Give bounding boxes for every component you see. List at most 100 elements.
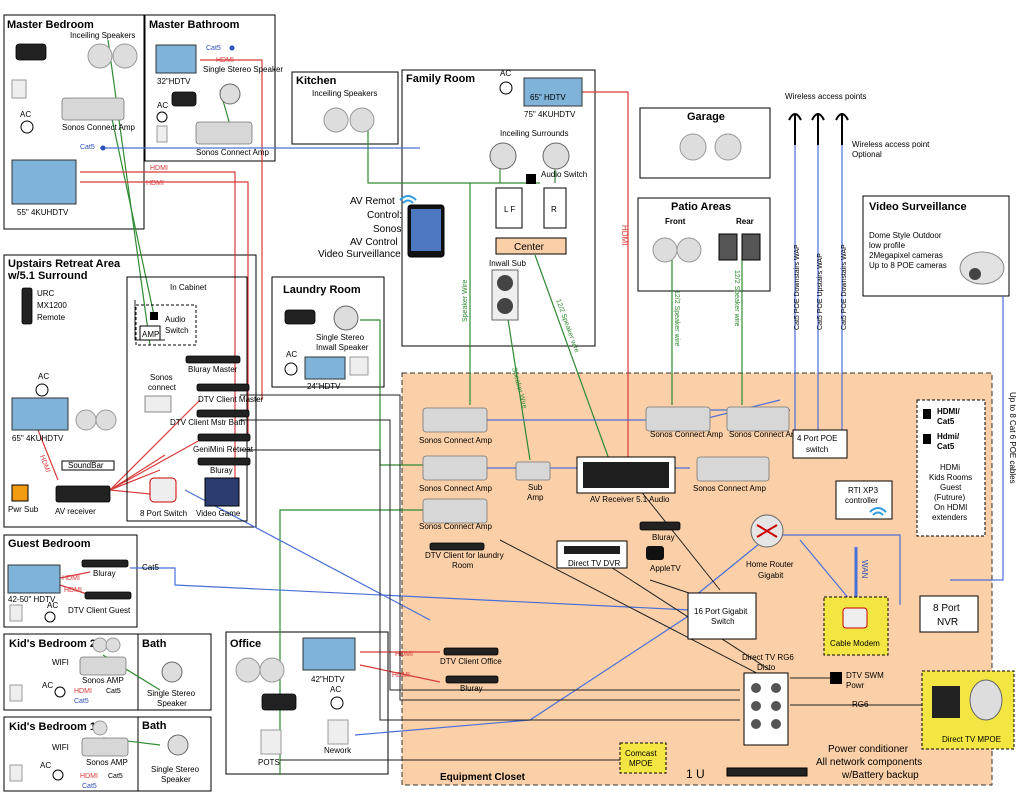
closet-dvr: Direct TV DVR: [568, 559, 621, 568]
mbath-cat5: Cat5: [206, 45, 221, 52]
nvr-box: [919, 595, 979, 633]
speaker-r-icon: [543, 187, 567, 229]
closet-rti-2: controller: [845, 496, 878, 505]
outdoor-speaker-icon: [741, 233, 761, 261]
laundry-ac: AC: [286, 350, 297, 359]
up-av-receiver: AV receiver: [55, 507, 96, 516]
kids1-cat5b: Cat5: [82, 783, 97, 790]
mbath-ac: AC: [157, 101, 168, 110]
guest-devices: Bluray Cat5 HDMI HDMI 42-50" HDTV AC DTV…: [7, 559, 159, 623]
closet-sonos-amp-4: Sonos Connect Amp: [650, 430, 723, 439]
closet-dtv-laundry-2: Room: [452, 561, 474, 570]
closet-sub-amp-2: Amp: [527, 493, 544, 502]
wifi-icon: [869, 507, 887, 516]
wire-label-hdmi-family: HDMI: [620, 225, 629, 245]
wall-plate-icon: [349, 356, 369, 376]
kitchen-inceiling-label: Inceiling Speakers: [312, 89, 377, 98]
surv-l3: 2Megapixel cameras: [869, 251, 943, 260]
closet-sonos-amp-5: Sonos Connect Amp: [729, 430, 802, 439]
swm-power-icon: [830, 672, 842, 684]
master-bathroom-title: Master Bathroom: [149, 19, 240, 31]
poe-switch-box: [792, 429, 848, 459]
dome-camera-icon: [959, 251, 1005, 285]
wap-antenna-icon: [811, 113, 825, 145]
soundbar-icon: [61, 460, 115, 471]
kids1-speaker-1: Single Stereo: [151, 765, 200, 774]
closet-poe-1: 4 Port POE: [797, 434, 837, 443]
surv-l4: Up to 8 POE cameras: [869, 261, 947, 270]
kids2-wifi: WIFI: [52, 658, 69, 667]
closet-hdmi-cat5-a2: Cat5: [937, 417, 955, 426]
office-hdmi-1: HDMI: [395, 651, 413, 658]
closet-devices: Sonos Connect Amp Sonos Connect Amp Sono…: [419, 399, 1015, 781]
projector-icon: [171, 91, 197, 107]
office-title: Office: [230, 638, 261, 650]
guest-ac: AC: [47, 601, 58, 610]
laundry-speaker-2: Inwall Speaker: [316, 343, 369, 352]
projector-icon: [261, 693, 297, 711]
sonos-connect-amp-icon: [696, 456, 770, 482]
closet-sub-amp-1: Sub: [528, 483, 543, 492]
patio-title: Patio Areas: [671, 201, 731, 213]
wall-plate-icon: [9, 684, 23, 702]
up-in-cabinet: In Cabinet: [170, 283, 207, 292]
wap-antenna-icon: [788, 113, 802, 145]
office-dtv: DTV Client Office: [440, 657, 502, 666]
closet-comcast-2: MPOE: [629, 759, 653, 768]
closet-power-1: Power conditioner: [828, 744, 909, 755]
mbath-speaker-label-1: Single Stereo Speaker: [203, 65, 283, 74]
rti-controller-box: [835, 480, 893, 520]
office-tv: 42"HDTV: [311, 675, 345, 684]
up-bluray-master: Bluray Master: [188, 365, 238, 374]
tv-icon: [304, 356, 346, 380]
closet-hdmi-note-2: Kids Rooms: [929, 473, 972, 482]
kitchen-title: Kitchen: [296, 75, 337, 87]
bluray-icon: [81, 559, 129, 568]
office-bluray: Bluray: [460, 684, 483, 693]
sonos-connect-icon: [144, 395, 172, 413]
up-audio-switch-2: Switch: [165, 326, 189, 335]
closet-hdmi-cat5-b1: Hdmi/: [937, 432, 960, 441]
ac-outlet-icon: [330, 696, 344, 710]
sonos-connect-amp-icon: [61, 97, 125, 121]
inceiling-speaker-icon: [679, 133, 707, 161]
wall-plate-icon: [9, 604, 23, 622]
family-room-devices: AC 65" HDTV 75" 4KUHDTV Inceiling Surrou…: [489, 69, 587, 321]
up-audio-switch-1: Audio: [165, 315, 186, 324]
surv-cable-label: Up to 8 Cat 6 POE cables: [1008, 392, 1017, 484]
amp-icon: [139, 325, 161, 341]
guest-bluray: Bluray: [93, 569, 116, 578]
sonos-connect-amp-icon: [422, 498, 488, 524]
av-remote-line3: Sonos: [373, 224, 401, 235]
kids1-bath-title: Bath: [142, 720, 167, 732]
laundry-room-title: Laundry Room: [283, 284, 361, 296]
closet-poe-2: switch: [806, 445, 828, 454]
surround-speaker-icon: [489, 142, 517, 170]
apple-tv-icon: [646, 546, 664, 560]
inceiling-speaker-icon: [259, 657, 285, 683]
inceiling-speaker-icon: [75, 409, 97, 431]
sonos-connect-amp-icon: [645, 406, 711, 432]
patio-devices: Front Rear 12/2 Speaker wire 12/2 Speake…: [652, 217, 761, 347]
closet-cable-modem: Cable Modem: [830, 639, 880, 648]
guest-dtv: DTV Client Guest: [68, 606, 131, 615]
closet-swm-2: Powr: [846, 681, 865, 690]
kids2-ac: AC: [42, 681, 53, 690]
up-pwr-sub: Pwr Sub: [8, 505, 39, 514]
mb-cat5-label: Cat5: [80, 144, 95, 151]
surround-speaker-icon: [542, 142, 570, 170]
upstairs-devices: URC MX1200 Remote In Cabinet AMP Audio S…: [8, 276, 264, 522]
av-remote-block: AV Remot Control: Sonos AV Control Video…: [318, 195, 445, 260]
wireless-devices: Wireless access points Wireless access p…: [785, 92, 930, 330]
closet-apple-tv: AppleTV: [650, 564, 681, 573]
wifi-icon: [399, 195, 417, 204]
upstairs-title-2: w/5.1 Surround: [7, 270, 87, 282]
dtv-client-icon: [429, 542, 485, 551]
speaker-icon: [333, 305, 359, 331]
up-amp: AMP: [142, 330, 159, 339]
up-sonos-2: connect: [148, 383, 177, 392]
closet-comcast-1: Comcast: [625, 749, 657, 758]
fr-r-label: R: [551, 205, 557, 214]
closet-bluray: Bluray: [652, 533, 675, 542]
